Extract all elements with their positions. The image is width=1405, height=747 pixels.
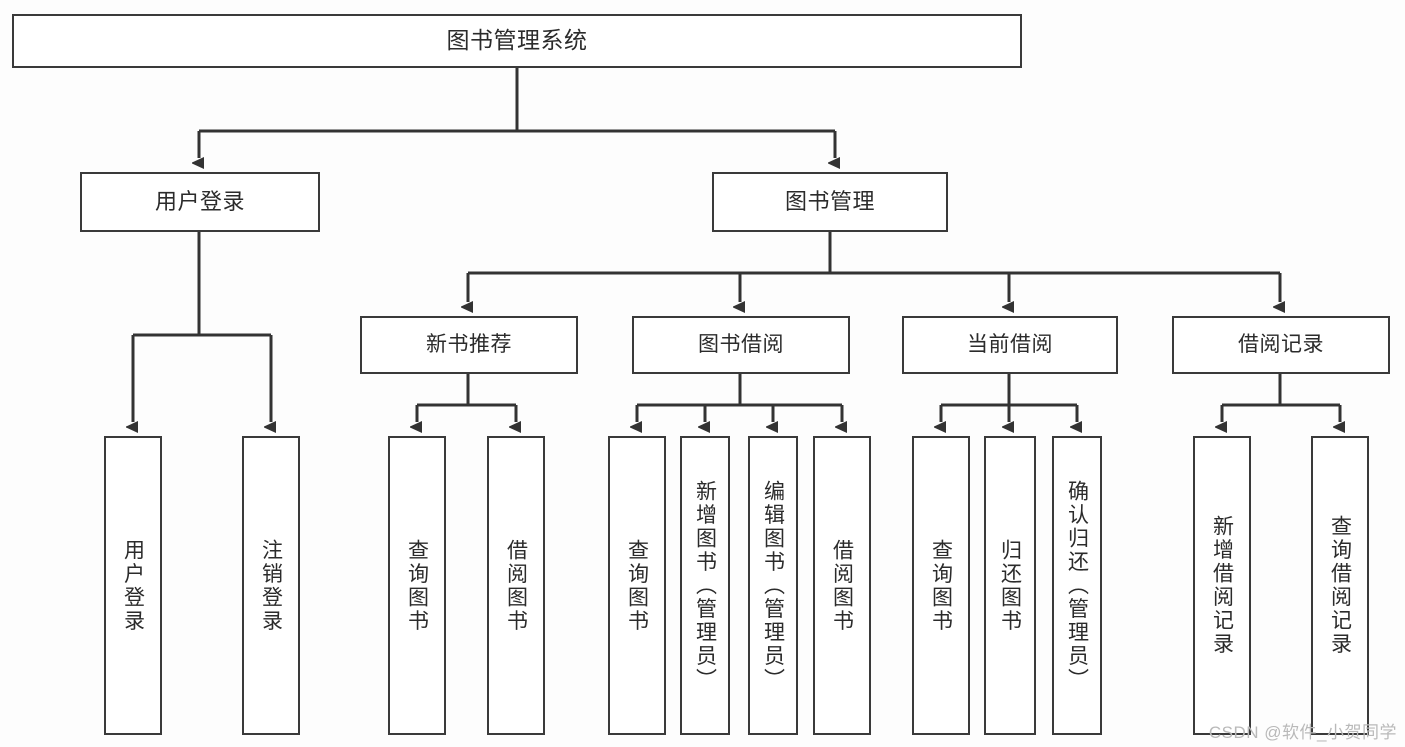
leaf-confirm-return-admin[interactable]: 确认归还（管理员） [1052, 436, 1102, 735]
node-label: 当前借阅 [967, 333, 1053, 357]
node-label: 查询图书 [929, 539, 953, 633]
node-label: 借阅记录 [1238, 333, 1324, 357]
node-label: 查询图书 [405, 539, 429, 633]
leaf-query-book-borrow[interactable]: 查询图书 [608, 436, 666, 735]
node-label: 确认归还（管理员） [1065, 480, 1089, 692]
node-user-login[interactable]: 用户登录 [80, 172, 320, 232]
node-borrow-record[interactable]: 借阅记录 [1172, 316, 1390, 374]
leaf-query-book-current[interactable]: 查询图书 [912, 436, 970, 735]
node-label: 编辑图书（管理员） [761, 480, 785, 692]
node-label: 查询借阅记录 [1328, 515, 1352, 656]
node-book-management[interactable]: 图书管理 [712, 172, 948, 232]
node-label: 新增借阅记录 [1210, 515, 1234, 656]
watermark: CSDN @软件_小贺同学 [1208, 723, 1397, 742]
leaf-borrow-book-recommend[interactable]: 借阅图书 [487, 436, 545, 735]
leaf-add-book-admin[interactable]: 新增图书（管理员） [680, 436, 730, 735]
leaf-query-book-recommend[interactable]: 查询图书 [388, 436, 446, 735]
node-current-borrow[interactable]: 当前借阅 [902, 316, 1118, 374]
node-label: 查询图书 [625, 539, 649, 633]
node-label: 新书推荐 [426, 333, 512, 357]
node-new-book-recommend[interactable]: 新书推荐 [360, 316, 578, 374]
node-root-system[interactable]: 图书管理系统 [12, 14, 1022, 68]
leaf-borrow-book[interactable]: 借阅图书 [813, 436, 871, 735]
node-label: 新增图书（管理员） [693, 480, 717, 692]
leaf-edit-book-admin[interactable]: 编辑图书（管理员） [748, 436, 798, 735]
node-label: 图书借阅 [698, 333, 784, 357]
node-label: 注销登录 [259, 539, 283, 633]
leaf-logout[interactable]: 注销登录 [242, 436, 300, 735]
node-label: 归还图书 [998, 539, 1022, 633]
node-label: 用户登录 [121, 539, 145, 633]
leaf-user-login[interactable]: 用户登录 [104, 436, 162, 735]
leaf-add-borrow-record[interactable]: 新增借阅记录 [1193, 436, 1251, 735]
node-label: 借阅图书 [830, 539, 854, 633]
node-book-borrow[interactable]: 图书借阅 [632, 316, 850, 374]
node-label: 借阅图书 [504, 539, 528, 633]
node-label: 图书管理系统 [446, 27, 588, 54]
leaf-return-book[interactable]: 归还图书 [984, 436, 1036, 735]
leaf-query-borrow-record[interactable]: 查询借阅记录 [1311, 436, 1369, 735]
node-label: 用户登录 [154, 188, 245, 214]
node-label: 图书管理 [784, 188, 875, 214]
